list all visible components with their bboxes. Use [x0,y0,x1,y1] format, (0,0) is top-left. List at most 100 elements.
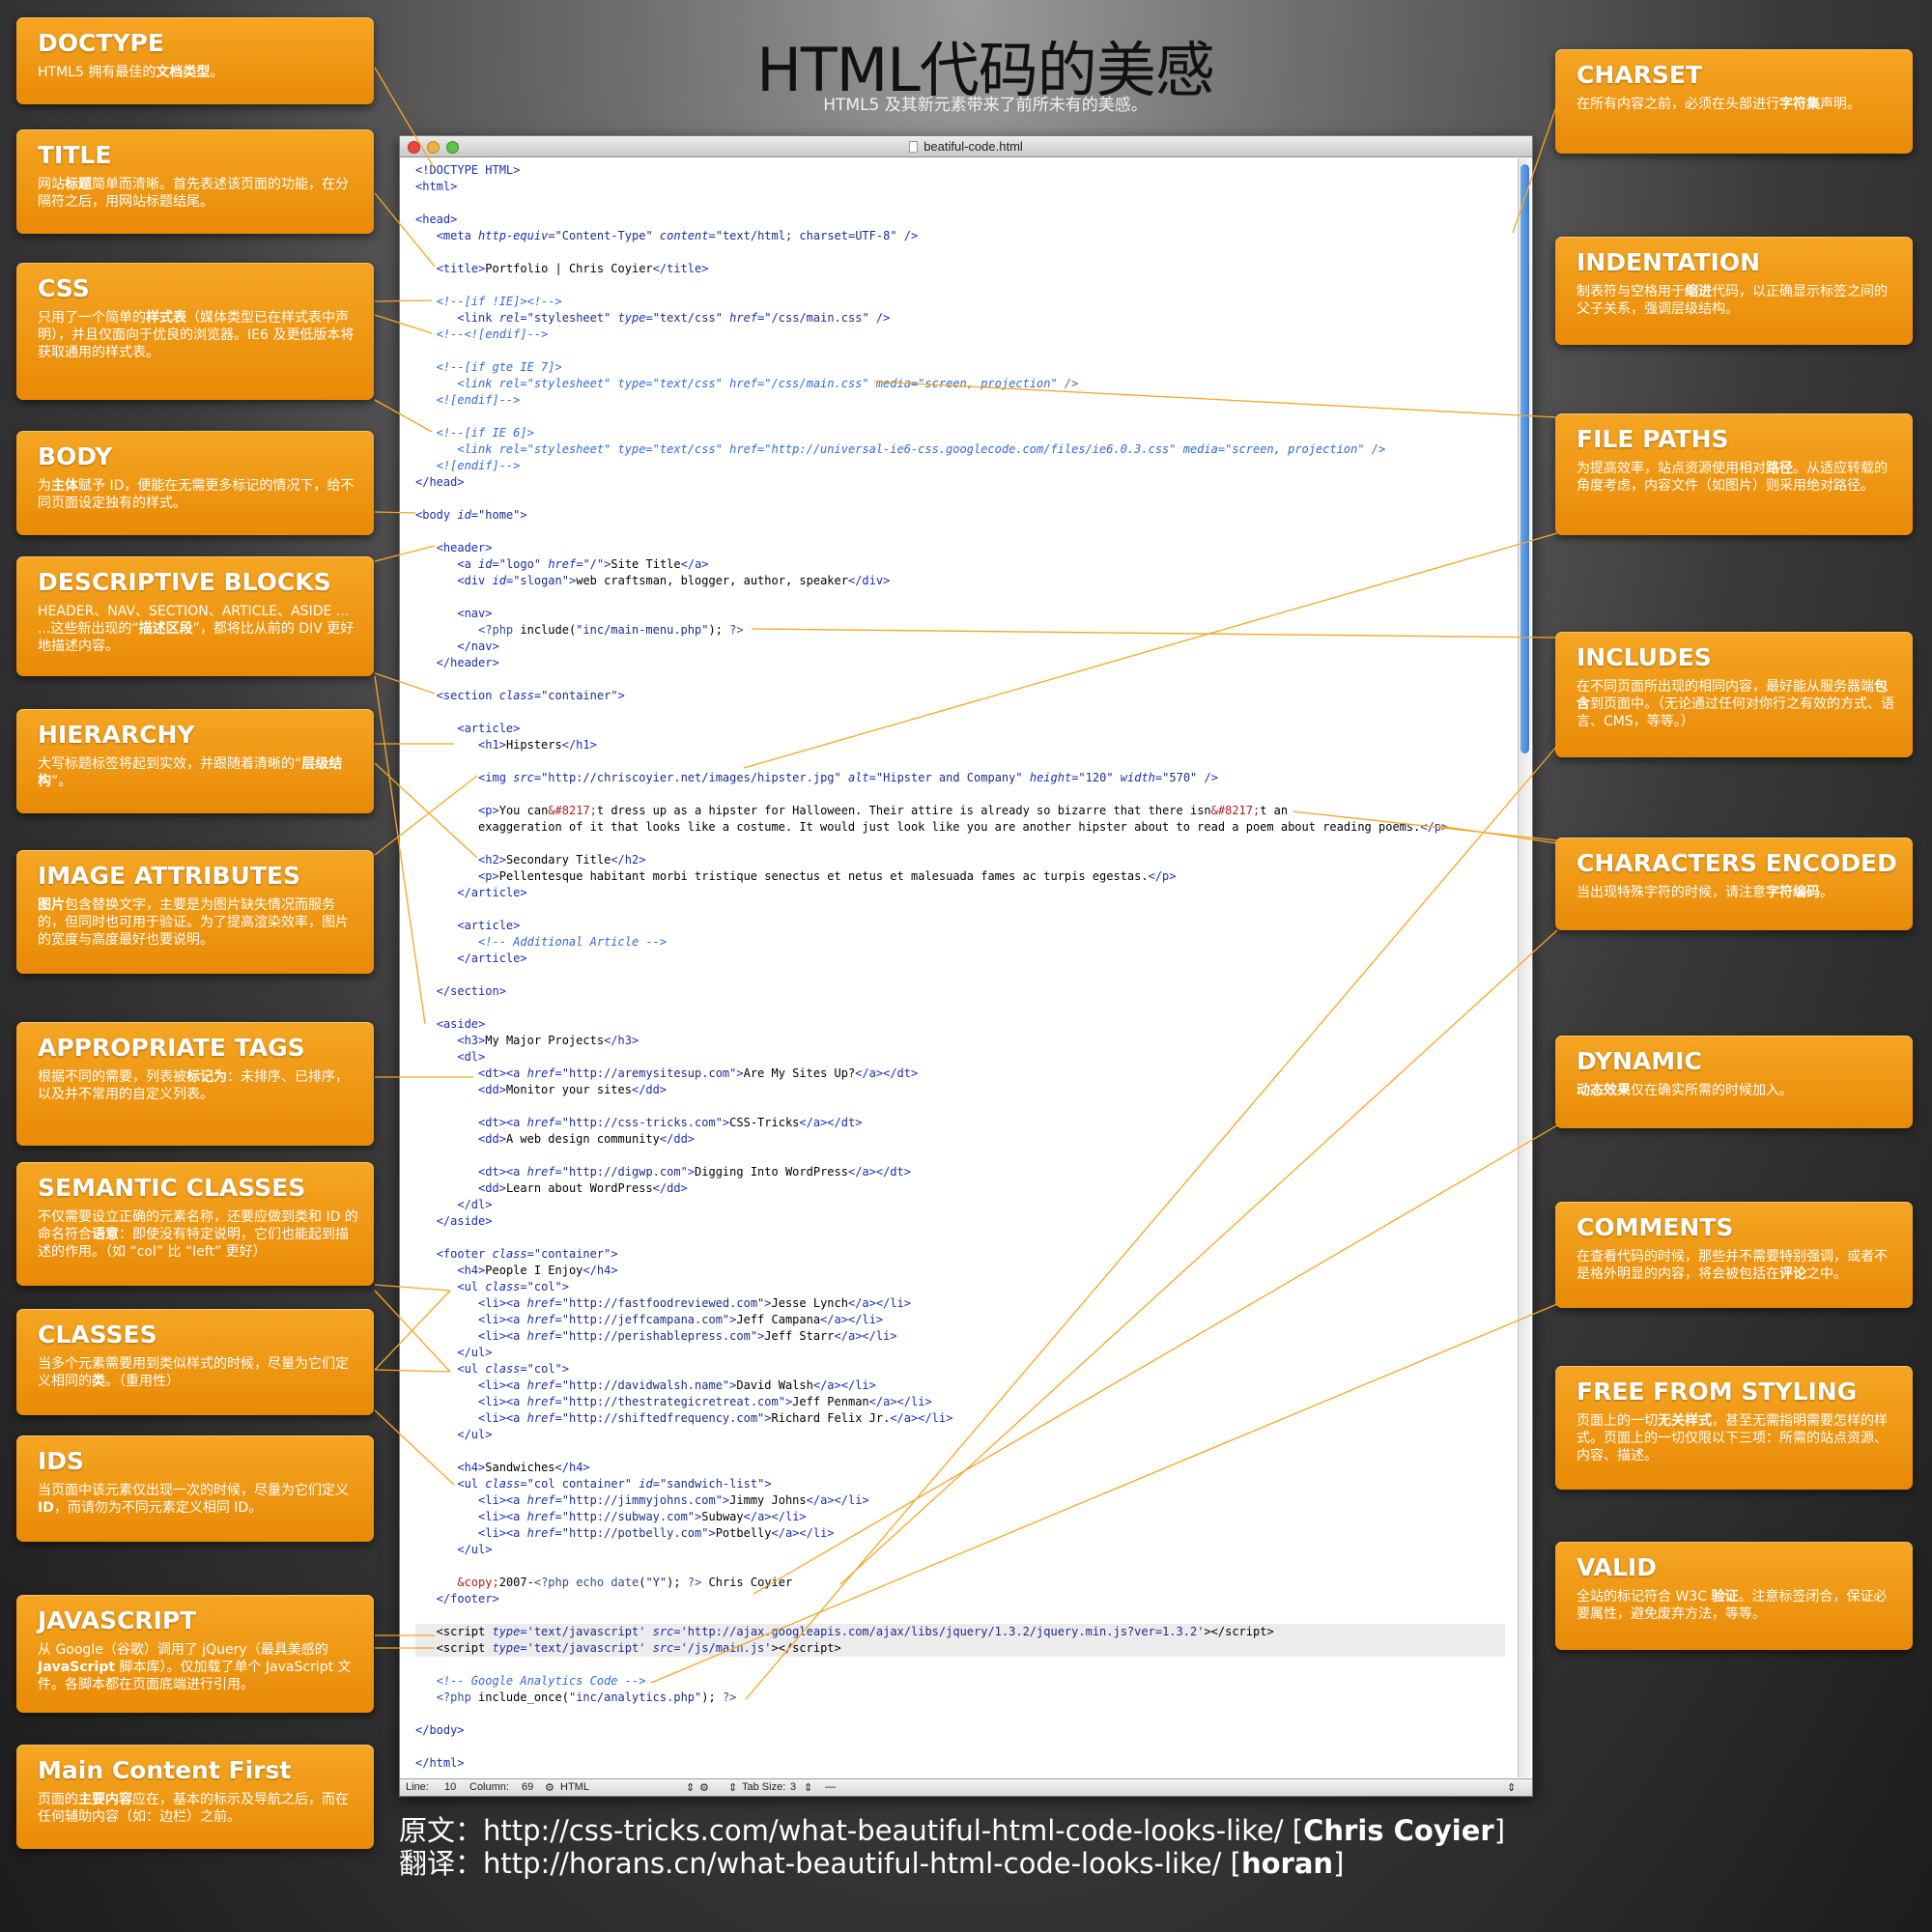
code-line[interactable]: <article> [457,722,521,735]
code-line[interactable]: <a id="logo" href="/">Site Title</a> [457,557,709,571]
code-line[interactable]: <script type='text/javascript' src='http… [415,1624,1505,1640]
code-line[interactable]: <?php include("inc/main-menu.php"); ?> [478,623,744,637]
code-line[interactable]: </head> [415,475,465,489]
code-line[interactable]: <html> [415,180,458,193]
code-line[interactable]: <link rel="stylesheet" type="text/css" h… [457,442,1386,456]
code-line[interactable]: ​ [415,343,1505,359]
code-line[interactable]: <ul class="col"> [457,1362,569,1376]
code-line[interactable]: <h4>Sandwiches</h4> [457,1461,590,1474]
code-line[interactable]: <section class="container"> [436,689,625,702]
code-line[interactable]: ​ [415,1230,1505,1246]
code-line[interactable]: <?php include_once("inc/analytics.php");… [436,1690,737,1704]
code-line[interactable]: <dt><a href="http://css-tricks.com">CSS-… [478,1116,863,1129]
code-line[interactable]: <p>You can&#8217;t dress up as a hipster… [478,804,1289,817]
code-line[interactable]: <h4>People I Enjoy</h4> [457,1264,618,1277]
gear-icon[interactable]: ⚙ [699,1782,709,1794]
code-line[interactable]: </body> [415,1723,465,1737]
code-line[interactable]: </header> [436,656,499,669]
code-line[interactable]: <p>Pellentesque habitant morbi tristique… [478,869,1177,883]
code-line[interactable]: <!-- Google Analytics Code --> [436,1674,646,1688]
code-line[interactable]: <ul class="col"> [457,1280,569,1293]
code-line[interactable]: <!--[if !IE]><!--> [436,295,562,308]
code-line[interactable]: <header> [436,541,493,554]
code-line[interactable]: ​ [415,836,1505,852]
code-line[interactable]: ​ [415,1098,1505,1115]
code-line[interactable]: <dd>Learn about WordPress</dd> [478,1181,688,1195]
code-line[interactable]: ​ [415,753,1505,770]
code-text-area[interactable]: <!DOCTYPE HTML> <html> ​ <head> <meta http-… [415,162,1505,1772]
credit-translation-url[interactable]: http://horans.cn/what-beautiful-html-cod… [483,1847,1222,1880]
code-line[interactable]: <dd>A web design community</dd> [478,1132,696,1146]
code-line[interactable]: <aside> [436,1017,486,1031]
code-line[interactable]: <li><a href="http://jeffcampana.com">Jef… [478,1313,884,1326]
tab-size-select[interactable]: 3 [790,1781,797,1793]
code-line[interactable]: <li><a href="http://fastfoodreviewed.com… [478,1296,912,1310]
code-line[interactable]: <link rel="stylesheet" type="text/css" h… [457,377,1079,390]
code-line[interactable]: <!--<![endif]--> [436,327,549,341]
code-line[interactable]: </dl> [457,1198,493,1211]
code-line[interactable]: <dd>Monitor your sites</dd> [478,1083,668,1096]
code-line[interactable]: <!DOCTYPE HTML> [415,163,521,177]
code-line[interactable]: <title>Portfolio | Chris Coyier</title> [436,262,709,275]
code-line[interactable]: ​ [415,1443,1505,1460]
code-line[interactable]: </ul> [457,1428,493,1441]
code-line[interactable]: <li><a href="http://potbelly.com">Potbel… [478,1526,835,1540]
code-line[interactable]: ​ [415,1000,1505,1016]
code-line[interactable]: ​ [415,1739,1505,1755]
code-line[interactable]: <body id="home"> [415,508,527,522]
code-line[interactable]: ​ [415,1148,1505,1164]
code-line[interactable]: </html> [415,1756,465,1770]
scrollbar-thumb[interactable] [1520,164,1529,753]
code-line[interactable]: <head> [415,213,458,226]
code-line[interactable]: ​ [415,901,1505,918]
syntax-mode-select[interactable]: HTML [560,1781,589,1793]
code-line[interactable]: <li><a href="http://davidwalsh.name">Dav… [478,1378,876,1392]
code-line[interactable]: ​ [415,491,1505,507]
code-line[interactable]: ​ [415,524,1505,540]
code-line[interactable]: <nav> [457,607,493,620]
code-line[interactable]: </aside> [436,1214,493,1228]
code-line[interactable]: <h3>My Major Projects</h3> [457,1034,639,1047]
code-line[interactable]: <article> [457,919,521,932]
code-line[interactable]: <img src="http://chriscoyier.net/images/… [478,771,1218,784]
vertical-scrollbar[interactable] [1518,158,1531,1777]
code-line[interactable]: <!-- Additional Article --> [478,935,668,949]
code-line[interactable]: exaggeration of it that looks like a cos… [415,820,1449,834]
symbol-popup[interactable]: — [825,1781,836,1793]
code-line[interactable]: <li><a href="http://jimmyjohns.com">Jimm… [478,1493,869,1507]
code-line[interactable]: ​ [415,589,1505,606]
code-line[interactable]: <dt><a href="http://digwp.com">Digging I… [478,1165,912,1179]
code-line[interactable]: </article> [457,952,527,965]
code-line[interactable]: <script type='text/javascript' src='/js/… [415,1640,1505,1657]
code-line[interactable]: ​ [415,967,1505,983]
code-line[interactable]: </ul> [457,1346,493,1359]
code-line[interactable]: <h2>Secondary Title</h2> [478,853,646,867]
code-line[interactable]: <meta http-equiv="Content-Type" content=… [436,229,919,242]
code-line[interactable]: </footer> [436,1592,499,1605]
credit-original-url[interactable]: http://css-tricks.com/what-beautiful-htm… [483,1814,1284,1847]
code-line[interactable]: ​ [415,1558,1505,1575]
code-line[interactable]: ​ [415,409,1505,425]
code-line[interactable]: </article> [457,886,527,899]
code-line[interactable]: <link rel="stylesheet" type="text/css" h… [457,311,891,325]
code-line[interactable]: <dl> [457,1050,486,1064]
code-line[interactable]: <![endif]--> [436,393,521,407]
code-line[interactable]: <footer class="container"> [436,1247,618,1261]
code-line[interactable]: <li><a href="http://thestrategicretreat.… [478,1395,932,1408]
code-line[interactable]: ​ [415,704,1505,721]
code-line[interactable]: ​ [415,244,1505,261]
window-titlebar[interactable]: beatiful-code.html [400,136,1532,157]
code-line[interactable]: ​ [415,1607,1505,1624]
code-line[interactable]: </ul> [457,1543,493,1556]
code-line[interactable]: <!--[if IE 6]> [436,426,534,440]
zoom-window-button[interactable] [446,141,459,154]
code-line[interactable]: ​ [415,1706,1505,1722]
code-line[interactable]: ​ [415,671,1505,688]
code-line[interactable]: <li><a href="http://shiftedfrequency.com… [478,1411,953,1425]
code-line[interactable]: <dt><a href="http://aremysitesup.com">Ar… [478,1066,919,1080]
code-line[interactable]: <h1>Hipsters</h1> [478,738,597,752]
code-line[interactable]: <ul class="col container" id="sandwich-l… [457,1477,772,1491]
code-line[interactable]: <![endif]--> [436,459,521,472]
code-line[interactable]: ​ [415,786,1505,803]
code-line[interactable]: ​ [415,1657,1505,1673]
